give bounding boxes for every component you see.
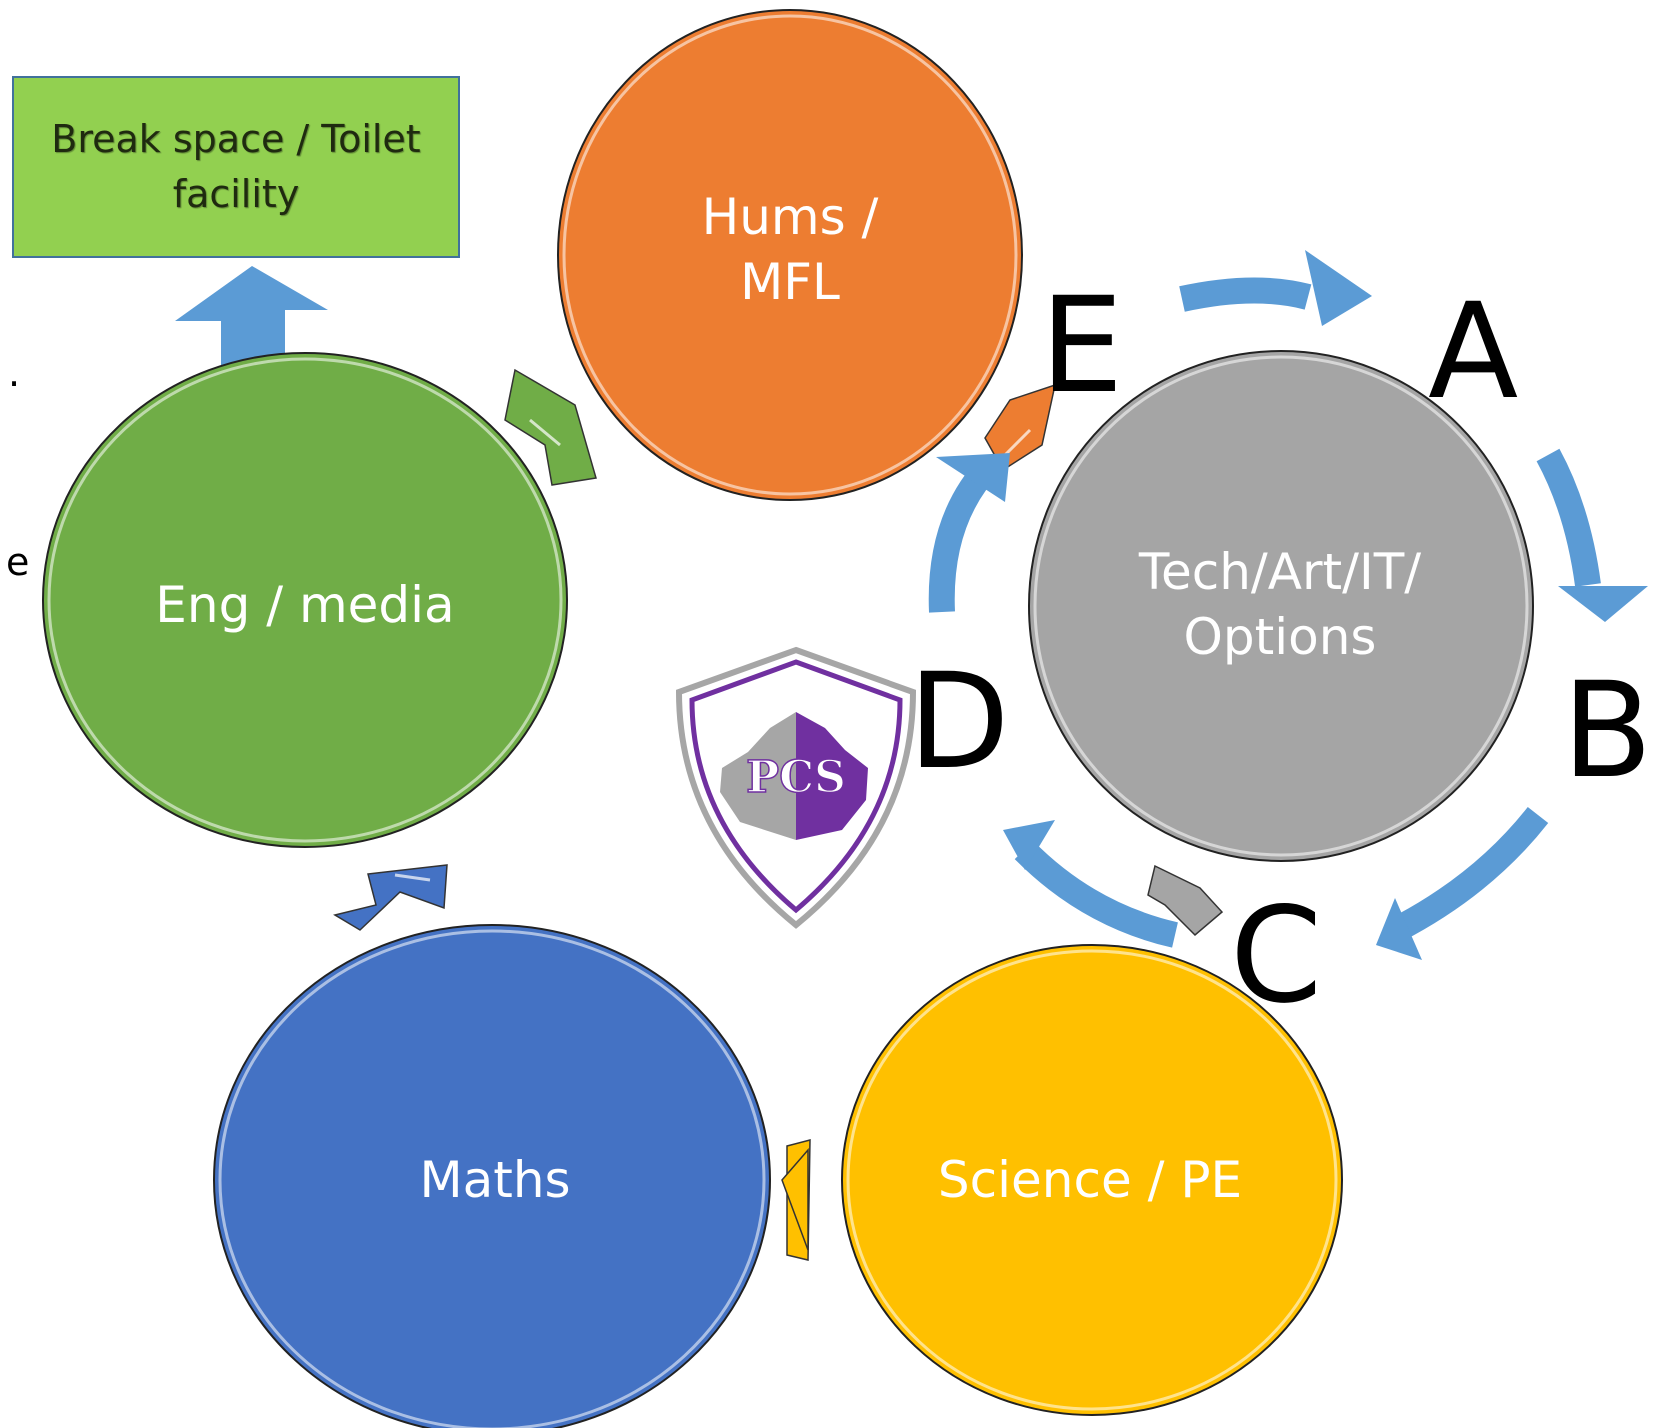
hums-label: Hums / MFL <box>701 188 879 311</box>
science-circle[interactable] <box>841 944 1343 1416</box>
curved-arrow-icon <box>928 277 1601 948</box>
hums-circle[interactable] <box>557 9 1023 501</box>
letter-c: C <box>1230 879 1323 1033</box>
eng-to-hums-arrow-icon <box>504 368 597 486</box>
science-to-tech-arrow-icon <box>1147 864 1224 937</box>
shield-logo-icon <box>675 646 917 929</box>
break-space-label: Break space / Toilet facility <box>51 116 421 216</box>
edge-fragment-1: . <box>8 351 21 395</box>
hums-circle-rim <box>562 14 1018 496</box>
break-space-box[interactable]: Break space / Toilet facility <box>12 76 460 258</box>
maths-to-eng-arrow-icon <box>333 864 448 931</box>
tech-label: Tech/Art/IT/ Options <box>1138 543 1422 666</box>
letter-b: B <box>1562 654 1653 808</box>
letter-e: E <box>1040 269 1124 423</box>
up-arrow-icon <box>175 266 328 374</box>
eng-label: Eng / media <box>155 575 455 634</box>
edge-fragment-2: e <box>6 540 30 584</box>
letter-d: D <box>908 645 1010 799</box>
eng-circle[interactable] <box>42 352 568 848</box>
tech-circle[interactable] <box>1028 350 1534 862</box>
tech-circle-rim <box>1033 355 1529 857</box>
arrow-heads <box>936 250 1648 960</box>
science-label: Science / PE <box>937 1150 1243 1209</box>
science-to-maths-arrow-icon <box>781 1139 811 1261</box>
maths-label: Maths <box>419 1150 571 1209</box>
maths-circle-rim <box>218 929 766 1428</box>
letter-a: A <box>1428 275 1519 429</box>
eng-circle-rim <box>47 357 563 843</box>
science-circle-rim <box>846 949 1338 1411</box>
maths-circle[interactable] <box>213 924 771 1428</box>
logo-text: PCS <box>745 751 846 804</box>
